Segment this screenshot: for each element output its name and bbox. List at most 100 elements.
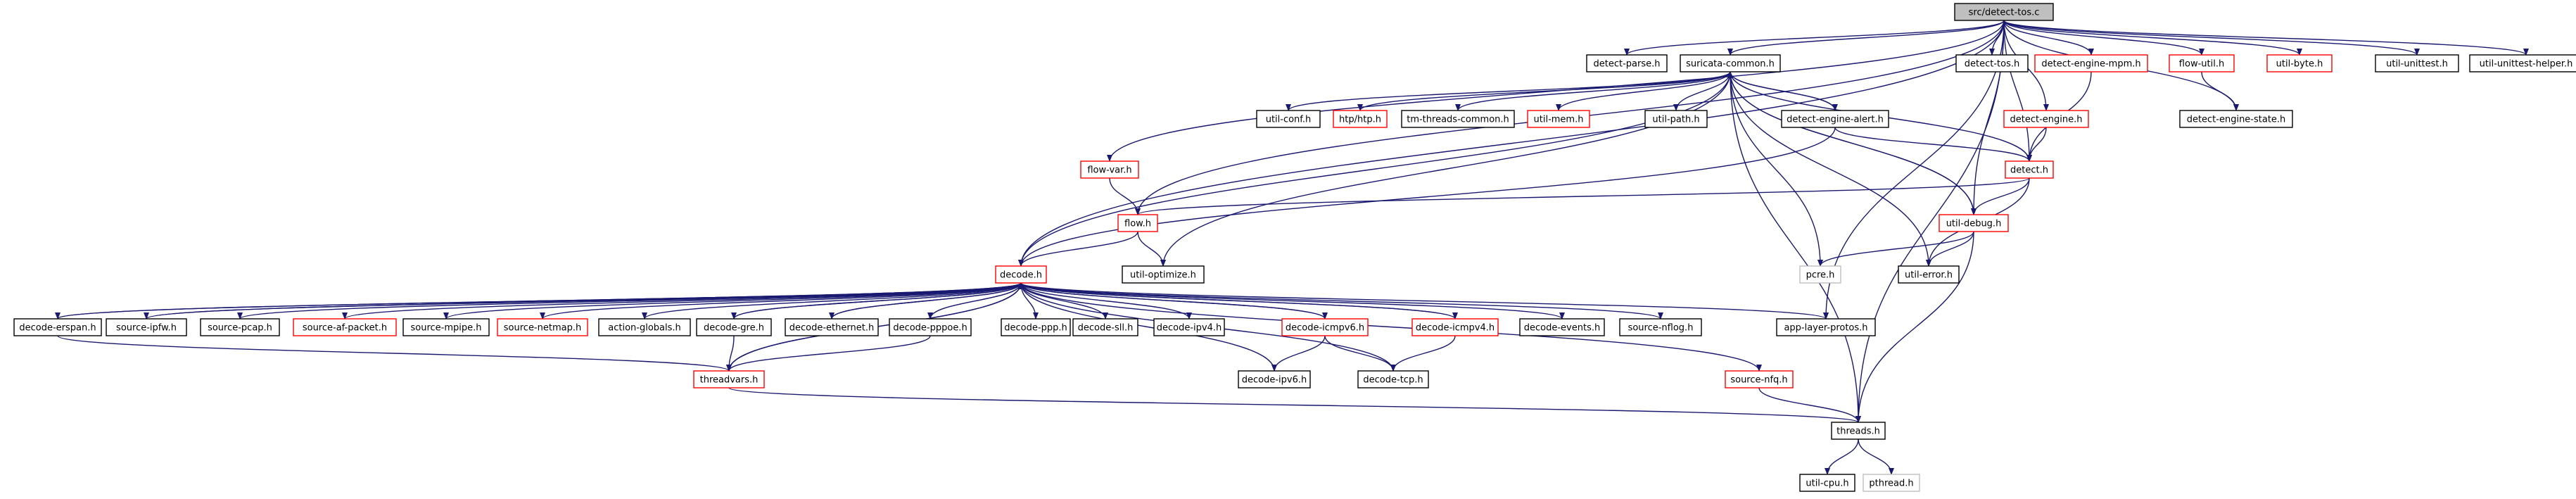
node-label: detect-tos.h	[1965, 59, 2019, 70]
node-detect-tos-c[interactable]: src/detect-tos.c	[1954, 3, 2054, 21]
node-decode-ipv6-h[interactable]: decode-ipv6.h	[1238, 370, 1311, 389]
node-label: decode-ethernet.h	[789, 323, 874, 334]
node-label: suricata-common.h	[1686, 59, 1775, 70]
node-tm-threads-common-h[interactable]: tm-threads-common.h	[1401, 110, 1515, 128]
node-detect-h[interactable]: detect.h	[2005, 160, 2054, 179]
node-detect-engine-h[interactable]: detect-engine.h	[2003, 110, 2089, 128]
node-source-netmap-h[interactable]: source-netmap.h	[497, 318, 588, 336]
node-box	[1799, 265, 1841, 284]
node-box	[1527, 110, 1590, 128]
node-threads-h[interactable]: threads.h	[1831, 422, 1886, 440]
node-box	[1586, 54, 1668, 72]
node-label: pcre.h	[1806, 270, 1835, 281]
node-util-conf-h[interactable]: util-conf.h	[1256, 110, 1321, 128]
edge-detect-tos-c-to-threads-h	[1855, 20, 2005, 423]
node-app-layer-protos-h[interactable]: app-layer-protos.h	[1776, 318, 1876, 336]
node-pthread-h[interactable]: pthread.h	[1863, 474, 1920, 492]
node-source-af-packet-h[interactable]: source-af-packet.h	[293, 318, 397, 336]
node-decode-icmpv4-h[interactable]: decode-icmpv4.h	[1411, 318, 1499, 336]
node-label: decode-gre.h	[704, 323, 764, 334]
node-util-error-h[interactable]: util-error.h	[1898, 265, 1960, 284]
node-htp-htp-h[interactable]: htp/htp.h	[1333, 110, 1388, 128]
node-util-path-h[interactable]: util-path.h	[1644, 110, 1708, 128]
node-box	[1080, 160, 1139, 179]
node-flow-var-h[interactable]: flow-var.h	[1080, 160, 1139, 179]
node-util-debug-h[interactable]: util-debug.h	[1939, 214, 2009, 232]
node-label: source-nflog.h	[1628, 323, 1694, 334]
edge-decode-h-to-action-globals-h	[642, 282, 1022, 320]
node-util-unittest-helper-h[interactable]: util-unittest-helper.h	[2469, 54, 2576, 72]
edge-detect-engine-alert-h-to-detect-h	[1834, 127, 2032, 162]
edge-decode-gre-h-to-decode-h	[733, 282, 1024, 320]
node-box	[1238, 370, 1311, 389]
node-detect-engine-alert-h[interactable]: detect-engine-alert.h	[1781, 110, 1889, 128]
node-util-unittest-h[interactable]: util-unittest.h	[2375, 54, 2459, 72]
node-decode-icmpv6-h[interactable]: decode-icmpv6.h	[1281, 318, 1369, 336]
node-box	[1799, 474, 1855, 492]
node-decode-gre-h[interactable]: decode-gre.h	[696, 318, 772, 336]
node-label: flow-var.h	[1087, 165, 1131, 176]
edge-detect-engine-h-to-detect-h	[2026, 127, 2047, 162]
node-box	[1776, 318, 1876, 336]
node-detect-engine-mpm-h[interactable]: detect-engine-mpm.h	[2034, 54, 2148, 72]
edge-decode-icmpv6-h-to-decode-tcp-h	[1324, 335, 1396, 372]
edge-decode-icmpv4-h-to-decode-h	[1018, 282, 1456, 320]
node-label: detect-engine-mpm.h	[2041, 59, 2140, 70]
node-label: app-layer-protos.h	[1784, 323, 1867, 334]
node-box	[1256, 110, 1321, 128]
node-decode-ppp-h[interactable]: decode-ppp.h	[1001, 318, 1071, 336]
node-decode-ipv4-h[interactable]: decode-ipv4.h	[1153, 318, 1225, 336]
node-source-pcap-h[interactable]: source-pcap.h	[200, 318, 280, 336]
node-box	[1122, 265, 1205, 284]
node-util-optimize-h[interactable]: util-optimize.h	[1122, 265, 1205, 284]
node-detect-engine-state-h[interactable]: detect-engine-state.h	[2179, 110, 2293, 128]
node-decode-erspan-h[interactable]: decode-erspan.h	[13, 318, 102, 336]
edge-threads-h-to-util-cpu-h	[1825, 438, 1859, 475]
node-decode-events-h[interactable]: decode-events.h	[1519, 318, 1605, 336]
edge-decode-erspan-h-to-threadvars-h	[57, 335, 732, 372]
edge-suricata-common-h-to-tm-threads-common-h	[1455, 71, 1731, 111]
node-detect-parse-h[interactable]: detect-parse.h	[1586, 54, 1668, 72]
node-decode-tcp-h[interactable]: decode-tcp.h	[1357, 370, 1429, 389]
node-util-byte-h[interactable]: util-byte.h	[2266, 54, 2333, 72]
node-pcre-h[interactable]: pcre.h	[1799, 265, 1841, 284]
node-source-nfq-h[interactable]: source-nfq.h	[1725, 370, 1794, 389]
node-box	[1333, 110, 1388, 128]
node-decode-sll-h[interactable]: decode-sll.h	[1072, 318, 1138, 336]
edge-suricata-common-h-to-util-error-h	[1730, 71, 1931, 267]
node-box	[1644, 110, 1708, 128]
node-box	[2469, 54, 2576, 72]
node-action-globals-h[interactable]: action-globals.h	[598, 318, 691, 336]
node-box	[1281, 318, 1369, 336]
node-detect-tos-h[interactable]: detect-tos.h	[1955, 54, 2029, 72]
edge-decode-icmpv6-h-to-decode-h	[1018, 282, 1326, 320]
node-decode-pppoe-h[interactable]: decode-pppoe.h	[889, 318, 972, 336]
edge-decode-h-to-source-nfq-h	[1020, 282, 1762, 372]
node-decode-h[interactable]: decode.h	[995, 265, 1047, 284]
edge-threadvars-h-to-threads-h	[728, 387, 1861, 423]
node-label: util-cpu.h	[1806, 479, 1848, 489]
node-decode-ethernet-h[interactable]: decode-ethernet.h	[785, 318, 879, 336]
edge-flow-h-to-util-optimize-h	[1137, 231, 1166, 267]
node-threadvars-h[interactable]: threadvars.h	[693, 370, 765, 389]
edge-util-debug-h-to-threads-h	[1855, 231, 1974, 423]
node-label: threadvars.h	[700, 375, 759, 386]
node-source-mpipe-h[interactable]: source-mpipe.h	[402, 318, 490, 336]
node-flow-util-h[interactable]: flow-util.h	[2169, 54, 2235, 72]
node-label: util-conf.h	[1266, 115, 1312, 125]
edge-decode-pppoe-h-to-decode-h	[929, 282, 1024, 320]
edge-suricata-common-h-to-pcre-h	[1730, 71, 1823, 267]
node-box	[1680, 54, 1781, 72]
node-label: flow-util.h	[2179, 59, 2224, 70]
node-source-ipfw-h[interactable]: source-ipfw.h	[106, 318, 187, 336]
edge-detect-tos-c-to-util-unittest-helper-h	[2003, 20, 2529, 56]
node-util-mem-h[interactable]: util-mem.h	[1527, 110, 1590, 128]
node-box	[2034, 54, 2148, 72]
node-label: util-debug.h	[1946, 219, 2002, 229]
node-box	[402, 318, 490, 336]
node-suricata-common-h[interactable]: suricata-common.h	[1680, 54, 1781, 72]
node-flow-h[interactable]: flow.h	[1117, 214, 1158, 232]
node-source-nflog-h[interactable]: source-nflog.h	[1619, 318, 1702, 336]
node-box	[1863, 474, 1920, 492]
node-util-cpu-h[interactable]: util-cpu.h	[1799, 474, 1855, 492]
